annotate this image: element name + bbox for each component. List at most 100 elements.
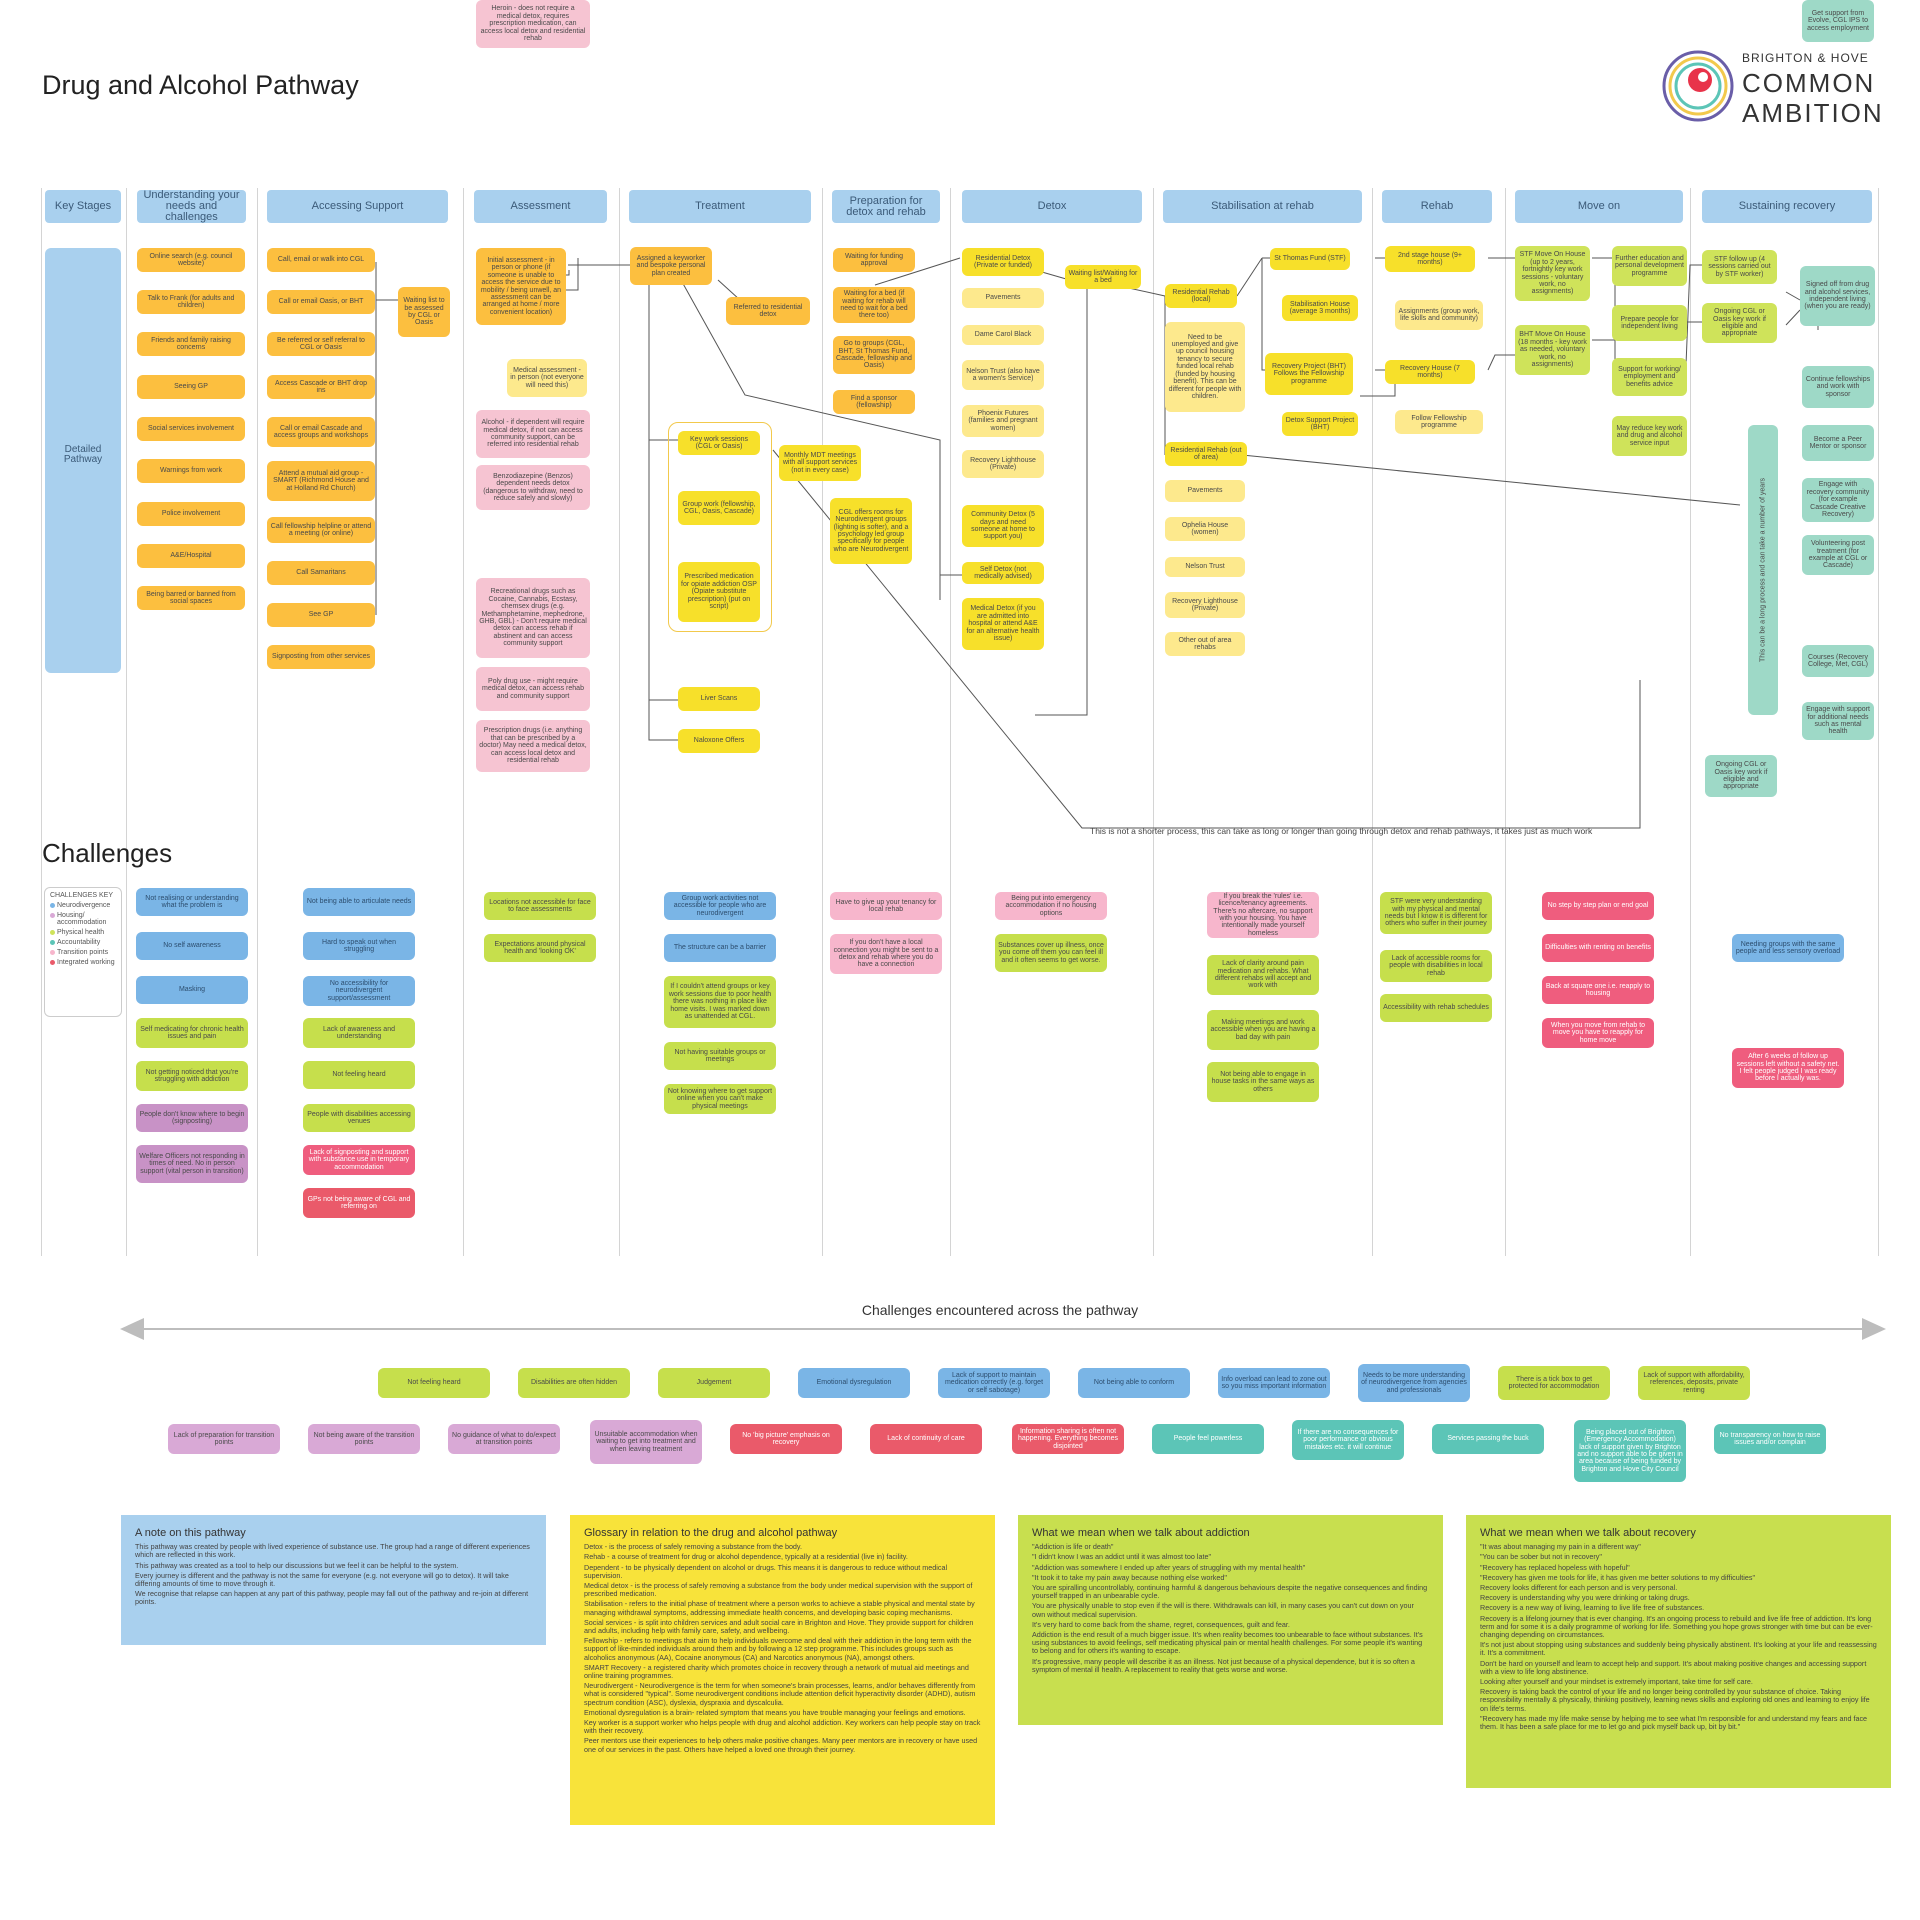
panel-line: Recovery is taking back the control of y…	[1480, 1687, 1870, 1713]
across-challenge: Judgement	[658, 1368, 770, 1398]
long-process-text: This can be a long process and can take …	[1759, 477, 1767, 663]
across-challenge: Being placed out of Brighton (Emergency …	[1574, 1420, 1686, 1482]
challenge-card: If you don't have a local connection you…	[830, 934, 942, 974]
sustaining-step: STF follow up (4 sessions carried out by…	[1702, 250, 1777, 284]
challenge-card: People with disabilities accessing venue…	[303, 1104, 415, 1132]
prep-step: Go to groups (CGL, BHT, St Thomas Fund, …	[833, 336, 915, 374]
challenge-card: The structure can be a barrier	[664, 934, 776, 962]
sustaining-step: Get support from Evolve, CGL IPS to acce…	[1802, 0, 1874, 42]
column-divider	[1505, 188, 1506, 1256]
pathway-step: Be referred or self referral to CGL or O…	[267, 332, 375, 356]
treatment-step: Monthly MDT meetings with all support se…	[779, 445, 861, 481]
detox-waiting: Waiting list/Waiting for a bed	[1065, 265, 1141, 289]
column-divider	[1372, 188, 1373, 1256]
stab-step: Detox Support Project (BHT)	[1282, 412, 1358, 436]
stage-header-preparation: Preparation for detox and rehab	[832, 190, 940, 223]
stab-step: Residential Rehab (out of area)	[1165, 442, 1247, 466]
pathway-step: Police involvement	[137, 502, 245, 526]
panel-title: A note on this pathway	[135, 1527, 246, 1539]
challenge-card: Being put into emergency accommodation i…	[995, 892, 1107, 920]
key-dot	[50, 913, 55, 918]
panel-line: You are physically unable to stop even i…	[1032, 1601, 1414, 1619]
across-challenge: No guidance of what to do/expect at tran…	[448, 1424, 560, 1454]
challenge-card: Not having suitable groups or meetings	[664, 1042, 776, 1070]
pathway-step: Seeing GP	[137, 375, 245, 399]
panel-line: It's very hard to come back from the sha…	[1032, 1619, 1290, 1629]
rehab-step: Assignments (group work, life skills and…	[1395, 300, 1483, 330]
challenge-card: Lack of awareness and understanding	[303, 1018, 415, 1048]
medical-assessment: Medical assessment - in person (not ever…	[507, 359, 587, 397]
key-dot	[50, 940, 55, 945]
stage-header-move-on: Move on	[1515, 190, 1683, 223]
substance-assessment: Poly drug use - might require medical de…	[476, 667, 590, 711]
pathway-step: Call Samaritans	[267, 561, 375, 585]
across-challenge: Services passing the buck	[1432, 1424, 1544, 1454]
across-challenge: Info overload can lead to zone out so yo…	[1218, 1368, 1330, 1398]
pathway-step: Social services involvement	[137, 417, 245, 441]
column-divider	[619, 188, 620, 1256]
panel-line: Addiction is the end result of a much bi…	[1032, 1630, 1423, 1656]
detox-step: Residential Detox (Private or funded)	[962, 248, 1044, 276]
treatment-step: CGL offers rooms for Neurodivergent grou…	[830, 498, 912, 564]
panel-line: Dependent - to be physically dependent o…	[584, 1562, 948, 1580]
challenge-card: Hard to speak out when struggling	[303, 932, 415, 960]
arrow-left-icon	[120, 1318, 144, 1340]
stage-header-detox: Detox	[962, 190, 1142, 223]
sustaining-step: Ongoing CGL or Oasis key work if eligibl…	[1702, 303, 1777, 343]
challenge-card: Not knowing where to get support online …	[664, 1084, 776, 1114]
across-challenge: Lack of support with affordability, refe…	[1638, 1366, 1750, 1400]
across-challenge: People feel powerless	[1152, 1424, 1264, 1454]
column-divider	[257, 188, 258, 1256]
panel-line: We recognise that relapse can happen at …	[135, 1589, 529, 1607]
note-panel: A note on this pathway This pathway was …	[121, 1515, 546, 1645]
logo: BRIGHTON & HOVE COMMON AMBITION	[1660, 48, 1890, 128]
panel-line: "Addiction was somewhere I ended up afte…	[1032, 1562, 1306, 1572]
rehab-step: 2nd stage house (9+ months)	[1385, 246, 1475, 272]
pathway-step: Call or email Oasis, or BHT	[267, 290, 375, 314]
key-dot	[50, 903, 55, 908]
stab-step: Recovery Project (BHT) Follows the Fello…	[1265, 353, 1353, 395]
stab-step: St Thomas Fund (STF)	[1270, 248, 1350, 270]
column-divider	[1878, 188, 1879, 1256]
across-challenge: Not being able to conform	[1078, 1368, 1190, 1398]
sustaining-step: Continue fellowships and work with spons…	[1802, 366, 1874, 408]
panel-line: Don't be hard on yourself and learn to a…	[1480, 1658, 1867, 1676]
substance-assessment: Recreational drugs such as Cocaine, Cann…	[476, 578, 590, 658]
stage-header-rehab: Rehab	[1382, 190, 1492, 223]
pathway-step: Being barred or banned from social space…	[137, 586, 245, 610]
panel-line: Stabilisation - refers to the initial ph…	[584, 1599, 975, 1617]
key-item: Integrated working	[57, 959, 115, 966]
detox-step: Self Detox (not medically advised)	[962, 562, 1044, 584]
challenge-card: No accessibility for neurodivergent supp…	[303, 976, 415, 1006]
panel-line: SMART Recovery - a registered charity wh…	[584, 1662, 969, 1681]
stage-header-stabilisation: Stabilisation at rehab	[1163, 190, 1362, 223]
key-dot	[50, 950, 55, 955]
sustaining-step: Ongoing CGL or Oasis key work if eligibl…	[1705, 755, 1777, 797]
arrow-right-icon	[1862, 1318, 1886, 1340]
sustaining-step: Signed off from drug and alcohol service…	[1800, 266, 1875, 326]
stab-step: Recovery Lighthouse (Private)	[1165, 592, 1245, 618]
stab-step: Stabilisation House (average 3 months)	[1282, 295, 1358, 321]
panel-line: This pathway was created by people with …	[135, 1542, 530, 1560]
challenge-card: If you break the 'rules' i.e. licence/te…	[1207, 892, 1319, 938]
substance-assessment: Benzodiazepine (Benzos) dependent needs …	[476, 465, 590, 510]
pathway-step: Warnings from work	[137, 459, 245, 483]
across-challenge: Lack of support to maintain medication c…	[938, 1368, 1050, 1398]
moveon-step: Prepare people for independent living	[1612, 305, 1687, 341]
sustaining-step: Become a Peer Mentor or sponsor	[1802, 425, 1874, 461]
stage-header-treatment: Treatment	[629, 190, 811, 223]
panel-line: "It took it to take my pain away because…	[1032, 1572, 1227, 1582]
panel-line: Detox - is the process of safely removin…	[584, 1542, 802, 1552]
panel-line: It's not just about stopping using subst…	[1480, 1640, 1877, 1658]
challenge-card: Not feeling heard	[303, 1061, 415, 1089]
challenges-key: CHALLENGES KEY Neurodivergence Housing/ …	[44, 887, 122, 1017]
challenges-title: Challenges	[42, 838, 173, 868]
panel-line: Every journey is different and the pathw…	[135, 1570, 509, 1589]
pathway-step: Talk to Frank (for adults and children)	[137, 290, 245, 314]
stage-header-assessment: Assessment	[474, 190, 607, 223]
across-challenge: Lack of continuity of care	[870, 1424, 982, 1454]
column-divider	[126, 188, 127, 1256]
stab-step: Ophelia House (women)	[1165, 517, 1245, 541]
challenge-card: Not being able to articulate needs	[303, 888, 415, 916]
stab-step: Pavements	[1165, 480, 1245, 502]
